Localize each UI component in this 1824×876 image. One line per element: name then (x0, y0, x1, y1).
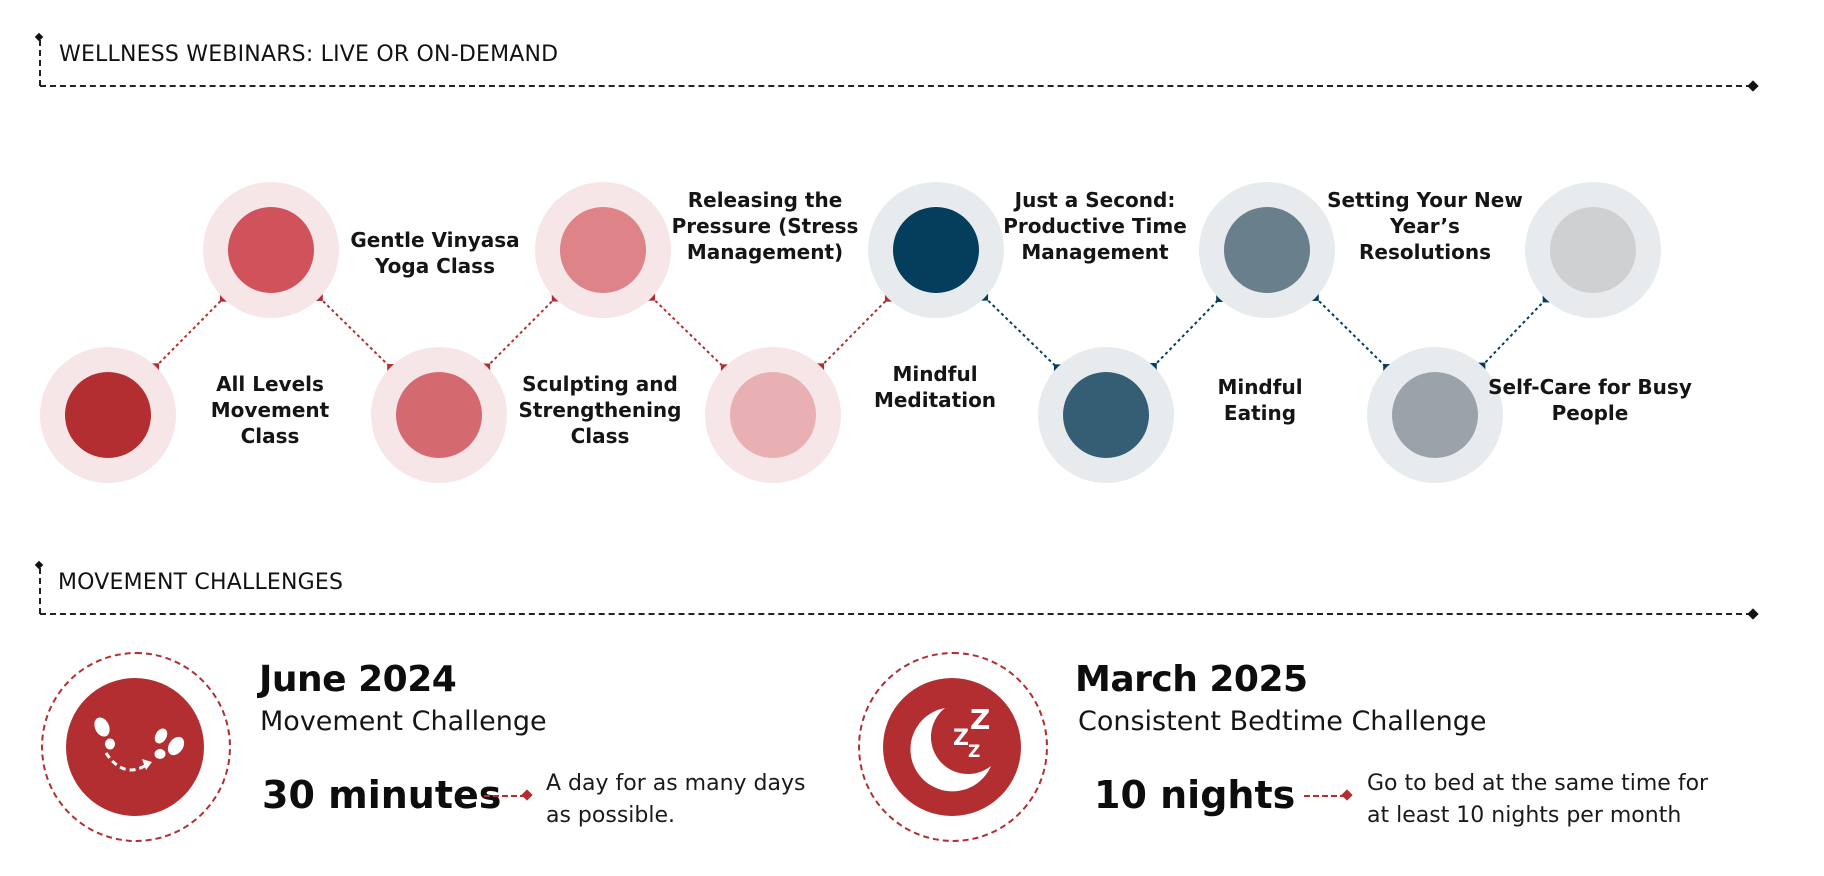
webinar-node-circle (560, 207, 646, 293)
section-divider (40, 85, 1752, 87)
challenge-description: A day for as many days as possible. (546, 771, 806, 828)
webinar-connector (650, 295, 726, 370)
webinar-node-circle (1224, 207, 1310, 293)
webinar-node-circle (1063, 372, 1149, 458)
webinar-node (203, 182, 339, 318)
webinar-connector (485, 296, 557, 369)
webinar-node-circle (228, 207, 314, 293)
webinar-node (371, 347, 507, 483)
webinar-node-circle (730, 372, 816, 458)
webinar-node (868, 182, 1004, 318)
webinar-node (1199, 182, 1335, 318)
webinar-connector (318, 296, 392, 369)
webinar-node (535, 182, 671, 318)
webinar-connector (154, 296, 225, 369)
challenge-name: Consistent Bedtime Challenge (1078, 706, 1487, 737)
challenge-badge-ring (41, 652, 231, 842)
challenge-badge: Z Z Z (883, 678, 1021, 816)
challenge-badge-ring (858, 652, 1048, 842)
challenge-description: Go to bed at the same time for at least … (1367, 771, 1709, 828)
webinar-node-circle (1392, 372, 1478, 458)
section-divider-vertical (39, 568, 41, 614)
challenge-date: March 2025 (1075, 659, 1308, 700)
webinar-node-circle (65, 372, 151, 458)
challenge-amount: 10 nights (1094, 773, 1296, 817)
webinars-section-title: WELLNESS WEBINARS: LIVE OR ON-DEMAND (59, 42, 559, 67)
footsteps-icon (94, 717, 185, 772)
svg-text:Z: Z (968, 742, 980, 762)
challenge-arrow (1304, 795, 1346, 797)
webinar-node (1367, 347, 1503, 483)
challenge-badge (66, 678, 204, 816)
webinar-label: Mindful Meditation (873, 362, 997, 412)
webinar-node-circle (893, 207, 979, 293)
challenge-date: June 2024 (259, 659, 457, 700)
svg-text:Z: Z (953, 726, 969, 751)
svg-text:Z: Z (970, 703, 990, 736)
webinar-node (40, 347, 176, 483)
challenges-section-title: MOVEMENT CHALLENGES (58, 570, 344, 595)
webinar-node-circle (1550, 207, 1636, 293)
section-divider-vertical (39, 40, 41, 86)
webinar-connector (1152, 297, 1221, 368)
challenge-amount: 30 minutes (262, 773, 502, 817)
webinar-node (705, 347, 841, 483)
webinar-node (1038, 347, 1174, 483)
section-divider (40, 613, 1752, 615)
moon-sleep-icon: Z Z Z (910, 703, 991, 792)
webinar-connector (1314, 296, 1388, 369)
webinar-connector (819, 296, 890, 369)
webinar-node-circle (396, 372, 482, 458)
webinar-node (1525, 182, 1661, 318)
challenge-name: Movement Challenge (260, 706, 547, 737)
webinar-connector (983, 295, 1059, 370)
webinar-connector (1480, 297, 1548, 368)
challenge-arrow (484, 795, 526, 797)
